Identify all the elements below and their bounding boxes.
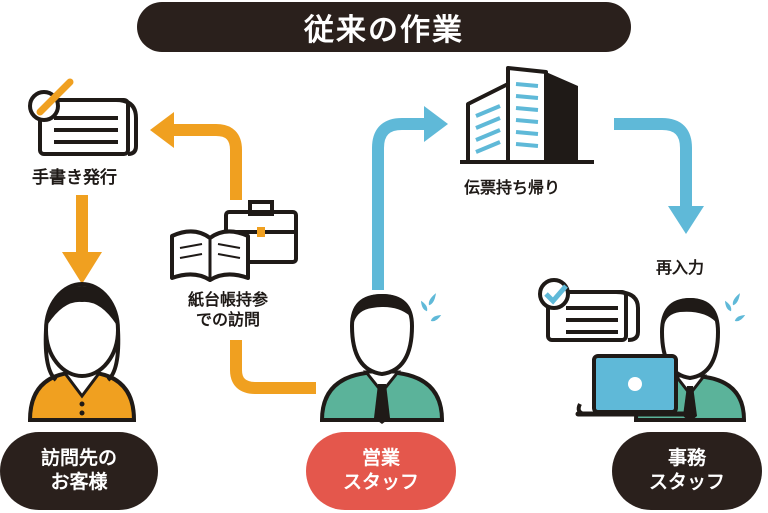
checked-document-icon [538,278,640,342]
orange-arrow-down-to-customer [62,195,102,284]
label-reenter: 再入力 [656,258,705,277]
blue-arrow-to-office [614,118,704,234]
node-customer-line2: お客様 [50,471,108,493]
orange-line-from-sales [230,340,316,394]
blue-arrow-to-building [372,106,448,290]
office-building-icon [460,66,594,164]
label-handwritten-issue: 手書き発行 [32,168,117,188]
label-carry-back-slips: 伝票持ち帰り [464,178,561,197]
sweat-drops-icon [421,293,442,322]
orange-arrow-to-handwritten [170,124,242,200]
laptop-icon [575,354,693,417]
label-paper-ledger-line1: 紙台帳持参 [187,290,268,309]
customer-figure [27,282,137,422]
node-sales-line2: スタッフ [342,471,419,493]
label-paper-ledger-line2: での訪問 [195,310,260,329]
label-paper-ledger-visit: 紙台帳持参 での訪問 [168,290,288,330]
node-customer-line1: 訪問先の [40,447,117,470]
node-sales-line1: 営業 [361,447,400,470]
sales-staff-figure [319,293,445,424]
node-customer: 訪問先の お客様 [0,432,158,510]
node-office-line1: 事務 [667,447,706,470]
node-sales-staff: 営業 スタッフ [306,432,456,510]
node-office-line2: スタッフ [648,471,725,493]
node-office-staff: 事務 スタッフ [612,432,762,510]
sweat-drops-icon [725,293,746,322]
orange-arrowhead-left [150,112,174,148]
open-book-icon [170,229,250,282]
pen-document-icon [28,78,138,156]
page-title: 従来の作業 [137,2,631,52]
